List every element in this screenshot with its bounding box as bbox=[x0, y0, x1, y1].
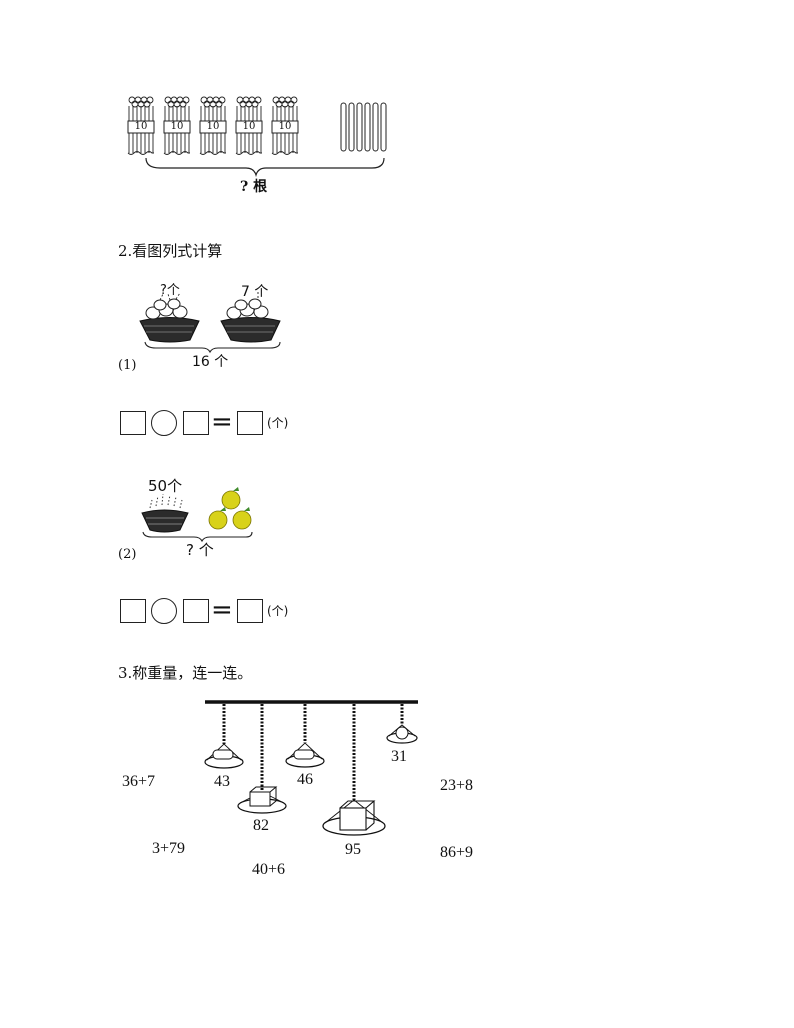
answer-box[interactable] bbox=[183, 411, 209, 435]
bundle-label: 10 bbox=[242, 121, 256, 132]
operator-circle[interactable] bbox=[151, 410, 177, 436]
expression-item[interactable]: 3+79 bbox=[152, 840, 186, 857]
expression-item[interactable]: 86+9 bbox=[440, 844, 474, 861]
bundle-label: 10 bbox=[170, 121, 184, 132]
basket-fifty-label: 50个 bbox=[148, 477, 183, 495]
weight-label: 31 bbox=[391, 748, 407, 765]
problem-1-label: (1) bbox=[118, 358, 137, 373]
expression-item[interactable]: 36+7 bbox=[122, 773, 156, 790]
unit-label: (个) bbox=[267, 416, 289, 430]
answer-box[interactable] bbox=[120, 599, 146, 623]
answer-box[interactable] bbox=[183, 599, 209, 623]
pear-total-label: ? 个 bbox=[186, 541, 214, 559]
left-basket-label: ?个 bbox=[160, 283, 180, 298]
loose-sticks bbox=[340, 102, 387, 152]
total-label: 16 个 bbox=[192, 354, 229, 370]
bundle-brace bbox=[145, 157, 385, 178]
result-box[interactable] bbox=[237, 411, 263, 435]
bundle-question-label: ? 根 bbox=[240, 179, 268, 195]
q2-heading: 2.看图列式计算 bbox=[118, 242, 223, 260]
right-basket-label: 7 个 bbox=[241, 284, 269, 300]
q3-heading: 3.称重量，连一连。 bbox=[118, 664, 253, 682]
weight-label: 95 bbox=[345, 841, 361, 858]
weighing-rack bbox=[204, 700, 418, 836]
basket-brace bbox=[144, 341, 281, 354]
basket-left bbox=[139, 292, 200, 343]
basket-fifty bbox=[141, 493, 189, 533]
bundle-label: 10 bbox=[206, 121, 220, 132]
weight-label: 46 bbox=[297, 771, 313, 788]
weight-label: 82 bbox=[253, 817, 269, 834]
problem-2-label: (2) bbox=[118, 547, 137, 562]
equals-sign: = bbox=[211, 407, 233, 437]
pear-group bbox=[208, 487, 252, 530]
bundle-label: 10 bbox=[134, 121, 148, 132]
expression-item[interactable]: 40+6 bbox=[252, 861, 286, 878]
answer-box[interactable] bbox=[120, 411, 146, 435]
equals-sign: = bbox=[211, 595, 233, 625]
expression-item[interactable]: 23+8 bbox=[440, 777, 474, 794]
unit-label: (个) bbox=[267, 604, 289, 618]
operator-circle[interactable] bbox=[151, 598, 177, 624]
bundle-label: 10 bbox=[278, 121, 292, 132]
weight-label: 43 bbox=[214, 773, 230, 790]
basket-right bbox=[220, 290, 281, 343]
pear-brace bbox=[142, 531, 253, 543]
result-box[interactable] bbox=[237, 599, 263, 623]
